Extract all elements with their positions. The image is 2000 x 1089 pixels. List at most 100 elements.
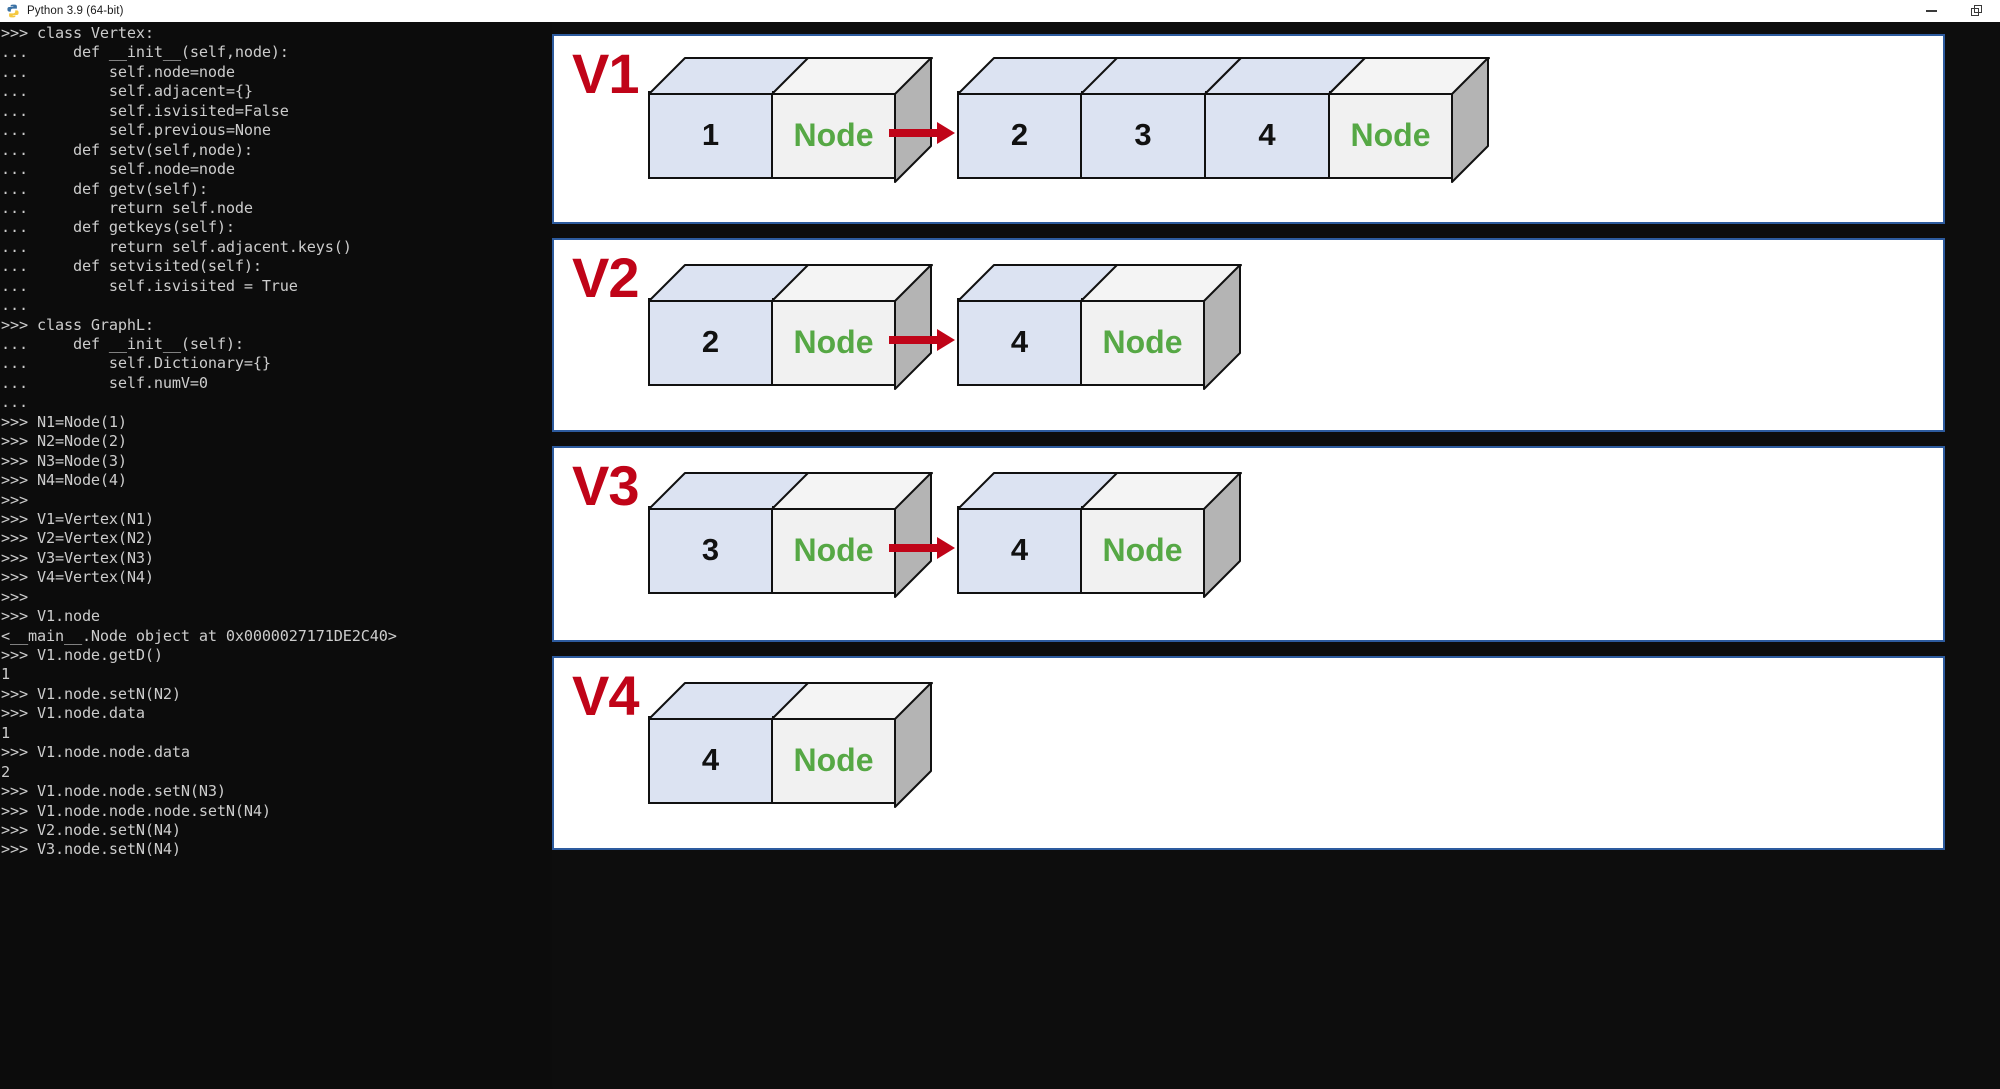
value-label: 4 xyxy=(1010,324,1029,359)
value-label: 1 xyxy=(701,117,720,152)
vertex-label-v4: V4 xyxy=(572,664,639,727)
cube-side-face xyxy=(894,264,932,390)
cube-side-face xyxy=(894,682,932,808)
console-line: >>> V1.node.node.setN(N3) xyxy=(1,782,226,801)
console-line: >>> V1.node.setN(N2) xyxy=(1,684,181,703)
console-line: >>> class Vertex: xyxy=(1,24,154,42)
restore-button[interactable] xyxy=(1954,0,2000,22)
cube-top-face xyxy=(648,472,810,510)
minimize-button[interactable] xyxy=(1908,0,1954,22)
console-line: >>> N2=Node(2) xyxy=(1,432,127,451)
console-line: ... def __init__(self,node): xyxy=(1,43,289,62)
node-chain: 3 Node xyxy=(648,472,933,598)
node-data-cell: 4 xyxy=(648,682,810,804)
console-line: ... xyxy=(1,296,28,315)
console-line: ... return self.node xyxy=(1,198,253,217)
python-icon xyxy=(6,4,20,18)
node-data-cell: 4 xyxy=(1204,57,1366,179)
node-data-cell: 3 xyxy=(1080,57,1242,179)
restore-icon xyxy=(1971,5,1983,17)
console-line: >>> xyxy=(1,490,28,509)
console-line: 2 xyxy=(1,762,10,781)
cube-top-face xyxy=(648,682,810,720)
console-line: >>> V2=Vertex(N2) xyxy=(1,529,154,548)
console-line: 1 xyxy=(1,723,10,742)
window-title: Python 3.9 (64-bit) xyxy=(27,5,124,17)
console-line: ... self.isvisited = True xyxy=(1,276,298,295)
console-line: 1 xyxy=(1,665,10,684)
arrow-head xyxy=(937,329,955,351)
console-line: >>> V4=Vertex(N4) xyxy=(1,568,154,587)
node-label: Node xyxy=(793,531,874,568)
cube-top-face xyxy=(1328,57,1490,95)
node-data-cell: 2 xyxy=(957,57,1119,179)
window-title-bar: Python 3.9 (64-bit) xyxy=(0,0,2000,23)
link-arrow xyxy=(889,122,955,144)
console-line: ... self.Dictionary={} xyxy=(1,354,271,373)
node-pointer-cell: Node xyxy=(771,57,933,183)
console-line: <__main__.Node object at 0x0000027171DE2… xyxy=(1,626,397,645)
cube-top-face xyxy=(648,57,810,95)
value-label: 4 xyxy=(1258,117,1276,152)
cube-top-face xyxy=(648,264,810,302)
node-data-cell: 4 xyxy=(957,264,1119,386)
cube-top-face xyxy=(771,57,933,95)
cube-top-face xyxy=(957,264,1119,302)
value-label: 2 xyxy=(701,324,720,359)
cube-top-face xyxy=(771,682,933,720)
cube-top-face xyxy=(1080,57,1242,95)
arrow-head xyxy=(937,537,955,559)
node-label: Node xyxy=(1350,116,1431,153)
console-line: >>> V3=Vertex(N3) xyxy=(1,548,154,567)
node-pointer-cell: Node xyxy=(1080,472,1242,598)
cube-top-face xyxy=(1080,472,1242,510)
cube-top-face xyxy=(771,472,933,510)
console-line: ... def getkeys(self): xyxy=(1,218,235,237)
value-label: 4 xyxy=(1010,532,1029,567)
console-line: ... xyxy=(1,393,28,412)
arrow-shaft xyxy=(889,336,937,344)
vertex-label-v3: V3 xyxy=(572,454,639,517)
console-line: ... self.node=node xyxy=(1,160,235,179)
arrow-shaft xyxy=(889,129,937,137)
console-line: >>> V1.node.node.data xyxy=(1,743,190,762)
vertex-label-v2: V2 xyxy=(572,246,639,309)
node-label: Node xyxy=(793,741,874,778)
cube-side-face xyxy=(894,57,932,183)
window-controls xyxy=(1908,0,2000,22)
console-line: >>> V1.node.getD() xyxy=(1,646,163,664)
node-chain: 4 Node xyxy=(957,264,1242,390)
python-console-output[interactable]: >>> class Vertex:... def __init__(self,n… xyxy=(0,22,553,1089)
cube-top-face xyxy=(1080,264,1242,302)
console-line: ... def setv(self,node): xyxy=(1,140,253,159)
cube-side-face xyxy=(1203,472,1241,598)
console-line: ... self.node=node xyxy=(1,62,235,81)
node-pointer-cell: Node xyxy=(1080,264,1242,390)
console-line: ... def __init__(self): xyxy=(1,335,244,353)
panel-v2: V2 2 Node 4 Node xyxy=(552,238,1945,432)
node-data-cell: 4 xyxy=(957,472,1119,594)
value-label: 3 xyxy=(701,532,720,567)
console-line: ... def setvisited(self): xyxy=(1,257,262,276)
console-line: >>> N4=Node(4) xyxy=(1,471,127,490)
console-line: >>> V1.node.node.node.setN(N4) xyxy=(1,801,271,820)
arrow-shaft xyxy=(889,544,937,552)
console-line: ... self.isvisited=False xyxy=(1,101,289,120)
console-line: >>> V1.node xyxy=(1,607,100,626)
node-chain: 2 Node xyxy=(648,264,933,390)
node-label: Node xyxy=(793,323,874,360)
console-line: >>> V3.node.setN(N4) xyxy=(1,840,181,859)
console-line: ... self.adjacent={} xyxy=(1,82,253,101)
console-line: >>> class GraphL: xyxy=(1,315,154,334)
console-line: ... def getv(self): xyxy=(1,179,208,198)
cube-top-face xyxy=(1204,57,1366,95)
console-line: ... self.previous=None xyxy=(1,121,271,140)
cube-side-face xyxy=(1451,57,1489,183)
link-arrow xyxy=(889,329,955,351)
node-label: Node xyxy=(1102,531,1183,568)
console-line: >>> V1.node.data xyxy=(1,704,145,723)
